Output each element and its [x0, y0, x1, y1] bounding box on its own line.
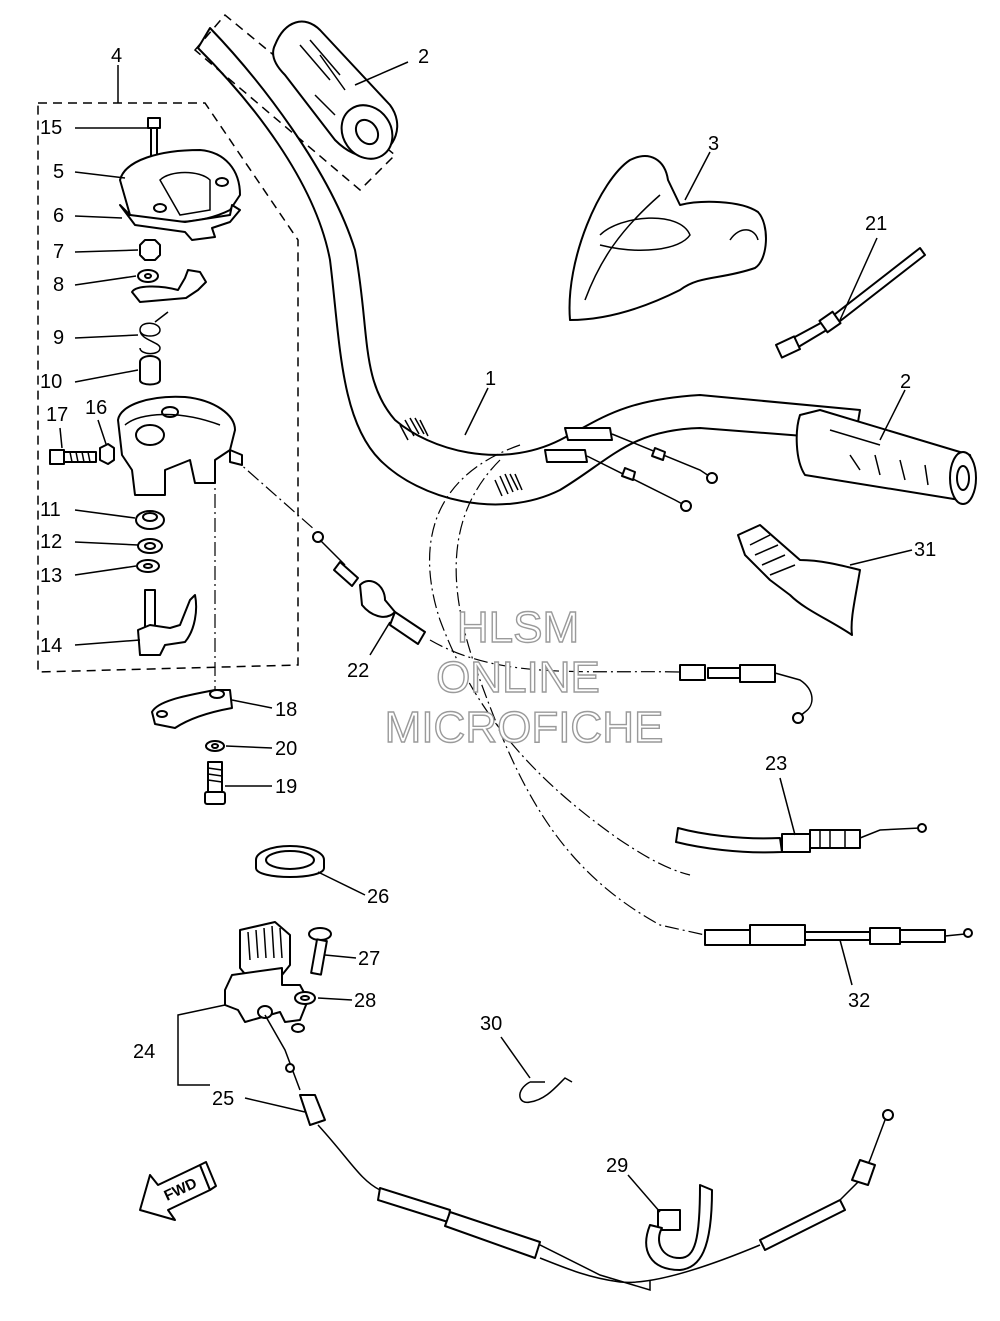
- bolt-15: [147, 117, 161, 159]
- callout-24: 24: [133, 1041, 155, 1063]
- grip-right: [795, 409, 977, 505]
- callout-19: 19: [275, 776, 297, 798]
- watermark-line-3: MICROFICHE: [385, 703, 664, 752]
- switch-housing-top: [119, 149, 241, 223]
- nut-7: [139, 239, 161, 261]
- band-29: [645, 1184, 713, 1271]
- callout-15: 15: [40, 117, 62, 139]
- watermark-line-2: ONLINE: [436, 653, 600, 702]
- cable-boot: [737, 524, 861, 636]
- routing-line-a: [428, 444, 691, 876]
- callout-17: 17: [46, 404, 68, 426]
- callout-20: 20: [275, 738, 297, 760]
- callout-1: 1: [485, 368, 496, 390]
- nut-16: [99, 443, 115, 465]
- switch-body-24: [224, 921, 309, 1033]
- cable-32: [704, 924, 973, 946]
- callout-4: 4: [111, 45, 122, 67]
- callout-2a: 2: [418, 46, 429, 68]
- callout-5: 5: [53, 161, 64, 183]
- clamp-18: [151, 689, 233, 729]
- switch-housing-lower: [117, 395, 243, 496]
- washer-13: [136, 559, 160, 573]
- callout-16: 16: [85, 397, 107, 419]
- switch-plate: [119, 204, 241, 241]
- washer-12: [137, 538, 163, 554]
- fwd-arrow-icon: FWD: [139, 1161, 217, 1221]
- callout-12: 12: [40, 531, 62, 553]
- clip-30: [519, 1077, 573, 1104]
- watermark: HLSM ONLINE MICROFICHE: [384, 602, 664, 752]
- ring-26: [255, 845, 325, 878]
- callout-9: 9: [53, 327, 64, 349]
- callout-labels: 1 2 2 3 4 5 6 7 8 9 10 11 12 13 14 15 16…: [40, 45, 936, 1177]
- callout-27: 27: [358, 948, 380, 970]
- callout-7: 7: [53, 241, 64, 263]
- leader-lines: [59, 61, 913, 1213]
- grip-left-outline: [193, 13, 397, 192]
- choke-cable: [679, 664, 813, 724]
- cable-23: [675, 823, 927, 854]
- callout-2b: 2: [900, 371, 911, 393]
- callout-22: 22: [347, 660, 369, 682]
- spring-9: [139, 311, 169, 355]
- routing-line-d: [429, 639, 681, 673]
- callout-8: 8: [53, 274, 64, 296]
- bolt-19: [204, 761, 226, 805]
- routing-line-c: [229, 454, 316, 531]
- callout-26: 26: [367, 886, 389, 908]
- cable-tie: [774, 247, 926, 359]
- bushing-11: [135, 510, 165, 530]
- callout-28: 28: [354, 990, 376, 1012]
- collar-10: [139, 355, 161, 386]
- callout-11: 11: [40, 499, 61, 521]
- callout-6: 6: [53, 205, 64, 227]
- callout-13: 13: [40, 565, 62, 587]
- callout-21: 21: [865, 213, 887, 235]
- callout-3: 3: [708, 133, 719, 155]
- screw-27: [308, 927, 332, 976]
- handlebar-cover: [568, 155, 767, 321]
- throttle-cable: [312, 531, 426, 645]
- handlebar-cables: [544, 427, 718, 512]
- washer-28: [294, 991, 316, 1005]
- callout-30: 30: [480, 1013, 502, 1035]
- callout-18: 18: [275, 699, 297, 721]
- watermark-line-1: HLSM: [457, 603, 579, 652]
- throttle-lever: [137, 589, 198, 656]
- assembly-4-outline: [37, 102, 299, 673]
- callout-29: 29: [606, 1155, 628, 1177]
- callout-31: 31: [914, 539, 936, 561]
- callout-14: 14: [40, 635, 62, 657]
- callout-10: 10: [40, 371, 62, 393]
- routing-line-b: [455, 459, 706, 936]
- washer-20: [205, 740, 225, 752]
- grip-left: [272, 20, 399, 160]
- screw-17: [49, 449, 97, 465]
- callout-23: 23: [765, 753, 787, 775]
- cable-25: [264, 1014, 894, 1292]
- callout-32: 32: [848, 990, 870, 1012]
- callout-25: 25: [212, 1088, 234, 1110]
- washer-8: [131, 269, 207, 303]
